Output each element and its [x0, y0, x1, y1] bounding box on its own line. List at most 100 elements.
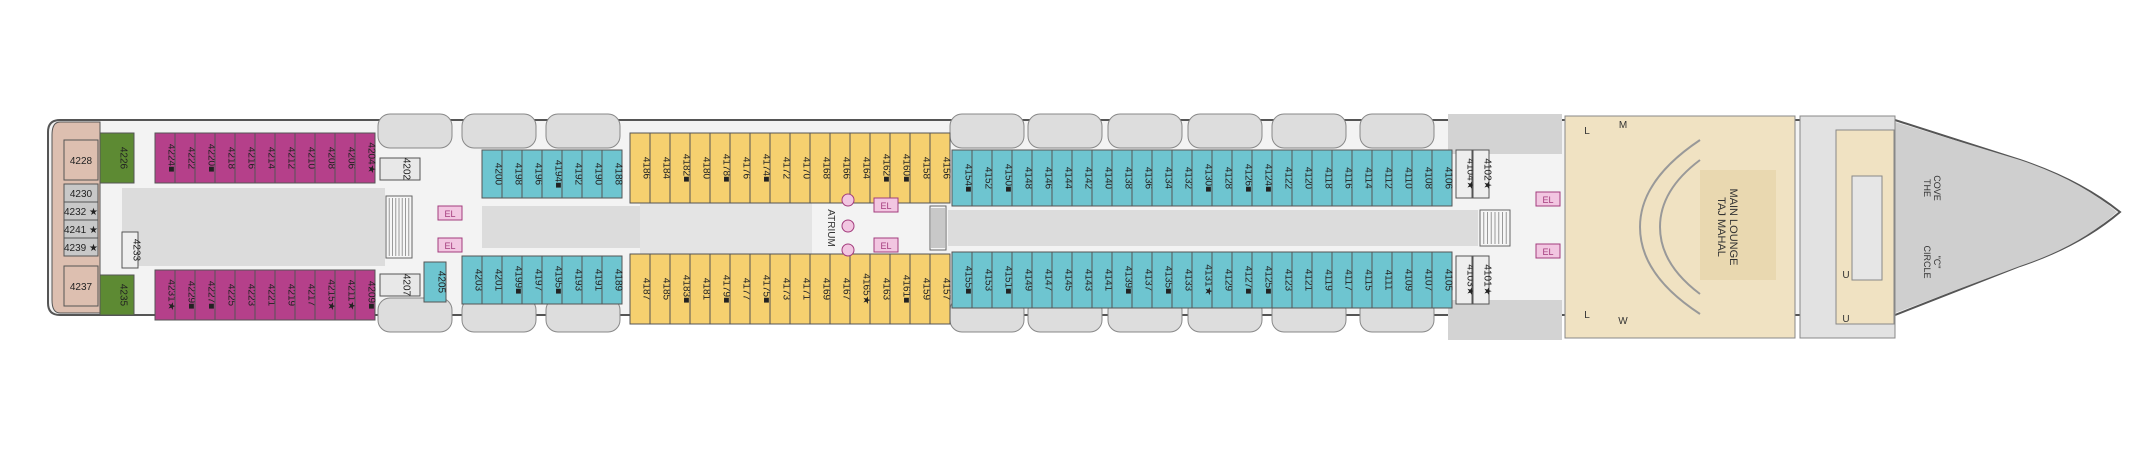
cabin[interactable]: 4182■ — [669, 132, 692, 204]
cabin[interactable]: 4230 — [63, 183, 99, 203]
cabin[interactable]: 4218 — [214, 132, 237, 184]
cabin[interactable]: 4116 — [1331, 149, 1354, 207]
cabin[interactable]: 4220■ — [194, 132, 217, 184]
cabin[interactable]: 4133 — [1171, 251, 1194, 309]
cabin[interactable]: 4138 — [1111, 149, 1134, 207]
cabin[interactable]: 4149 — [1011, 251, 1034, 309]
cabin[interactable]: 4157 — [929, 253, 952, 325]
cabin[interactable]: 4215★ — [314, 269, 337, 321]
cabin[interactable]: 4118 — [1311, 149, 1334, 207]
cabin[interactable]: 4197 — [521, 255, 544, 305]
cabin[interactable]: 4206 — [334, 132, 357, 184]
cabin[interactable]: 4104★ — [1455, 149, 1476, 199]
cabin[interactable]: 4125■ — [1251, 251, 1274, 309]
cabin[interactable]: 4200 — [481, 149, 504, 199]
cabin[interactable]: 4202 — [379, 157, 421, 181]
cabin[interactable]: 4154■ — [951, 149, 974, 207]
cabin[interactable]: 4235 — [99, 274, 135, 316]
cabin[interactable]: 4134 — [1151, 149, 1174, 207]
cabin[interactable]: 4216 — [234, 132, 257, 184]
cabin[interactable]: 4155■ — [951, 251, 974, 309]
cabin[interactable]: 4186 — [629, 132, 652, 204]
cabin[interactable]: 4146 — [1031, 149, 1054, 207]
cabin[interactable]: 4221 — [254, 269, 277, 321]
cabin[interactable]: 4173 — [769, 253, 792, 325]
cabin[interactable]: 4201 — [481, 255, 504, 305]
cabin[interactable]: 4108 — [1411, 149, 1434, 207]
cabin[interactable]: 4102★ — [1472, 149, 1493, 199]
cabin[interactable]: 4177 — [729, 253, 752, 325]
cabin[interactable]: 4241 ★ — [63, 219, 99, 239]
cabin[interactable]: 4162■ — [869, 132, 892, 204]
cabin[interactable]: 4175■ — [749, 253, 772, 325]
cabin[interactable]: 4196 — [521, 149, 544, 199]
cabin[interactable]: 4168 — [809, 132, 832, 204]
cabin[interactable]: 4109 — [1391, 251, 1414, 309]
cabin[interactable]: 4239 ★ — [63, 237, 99, 257]
cabin[interactable]: 4150■ — [991, 149, 1014, 207]
cabin[interactable]: 4148 — [1011, 149, 1034, 207]
cabin[interactable]: 4211★ — [334, 269, 357, 321]
cabin[interactable]: 4187 — [629, 253, 652, 325]
cabin[interactable]: 4122 — [1271, 149, 1294, 207]
cabin[interactable]: 4229■ — [174, 269, 197, 321]
cabin[interactable]: 4151■ — [991, 251, 1014, 309]
cabin[interactable]: 4233 — [121, 231, 142, 269]
cabin[interactable]: 4140 — [1091, 149, 1114, 207]
cabin[interactable]: 4152 — [971, 149, 994, 207]
cabin[interactable]: 4232 ★ — [63, 201, 99, 221]
cabin[interactable]: 4164 — [849, 132, 872, 204]
cabin[interactable]: 4184 — [649, 132, 672, 204]
cabin[interactable]: 4212 — [274, 132, 297, 184]
cabin[interactable]: 4219 — [274, 269, 297, 321]
cabin[interactable]: 4126■ — [1231, 149, 1254, 207]
cabin[interactable]: 4181 — [689, 253, 712, 325]
cabin[interactable]: 4222 — [174, 132, 197, 184]
cabin[interactable]: 4204★ — [354, 132, 377, 184]
cabin[interactable]: 4194■ — [541, 149, 564, 199]
cabin[interactable]: 4107 — [1411, 251, 1434, 309]
cabin[interactable]: 4207 — [379, 273, 421, 297]
cabin[interactable]: 4172 — [769, 132, 792, 204]
cabin[interactable]: 4112 — [1371, 149, 1394, 207]
cabin[interactable]: 4169 — [809, 253, 832, 325]
cabin[interactable]: 4124■ — [1251, 149, 1274, 207]
cabin[interactable]: 4106 — [1431, 149, 1454, 207]
cabin[interactable]: 4191 — [581, 255, 604, 305]
cabin[interactable]: 4123 — [1271, 251, 1294, 309]
cabin[interactable]: 4159 — [909, 253, 932, 325]
cabin[interactable]: 4161■ — [889, 253, 912, 325]
cabin[interactable]: 4163 — [869, 253, 892, 325]
cabin[interactable]: 4193 — [561, 255, 584, 305]
cabin[interactable]: 4225 — [214, 269, 237, 321]
cabin[interactable]: 4120 — [1291, 149, 1314, 207]
cabin[interactable]: 4160■ — [889, 132, 912, 204]
cabin[interactable]: 4199■ — [501, 255, 524, 305]
cabin[interactable]: 4132 — [1171, 149, 1194, 207]
cabin[interactable]: 4189 — [601, 255, 624, 305]
cabin[interactable]: 4174■ — [749, 132, 772, 204]
cabin[interactable]: 4135■ — [1151, 251, 1174, 309]
cabin[interactable]: 4103★ — [1455, 255, 1476, 305]
cabin[interactable]: 4111 — [1371, 251, 1394, 309]
cabin[interactable]: 4156 — [929, 132, 952, 204]
cabin[interactable]: 4185 — [649, 253, 672, 325]
cabin[interactable]: 4114 — [1351, 149, 1374, 207]
cabin[interactable]: 4180 — [689, 132, 712, 204]
cabin[interactable]: 4190 — [581, 149, 604, 199]
cabin[interactable]: 4203 — [461, 255, 484, 305]
cabin[interactable]: 4167 — [829, 253, 852, 325]
cabin[interactable]: 4188 — [601, 149, 624, 199]
cabin[interactable]: 4137 — [1131, 251, 1154, 309]
cabin[interactable]: 4223 — [234, 269, 257, 321]
cabin[interactable]: 4153 — [971, 251, 994, 309]
cabin[interactable]: 4139■ — [1111, 251, 1134, 309]
cabin[interactable]: 4130■ — [1191, 149, 1214, 207]
cabin[interactable]: 4119 — [1311, 251, 1334, 309]
cabin[interactable]: 4183■ — [669, 253, 692, 325]
cabin[interactable]: 4129 — [1211, 251, 1234, 309]
cabin[interactable]: 4165★ — [849, 253, 872, 325]
cabin[interactable]: 4142 — [1071, 149, 1094, 207]
cabin[interactable]: 4224■ — [154, 132, 177, 184]
cabin[interactable]: 4127■ — [1231, 251, 1254, 309]
